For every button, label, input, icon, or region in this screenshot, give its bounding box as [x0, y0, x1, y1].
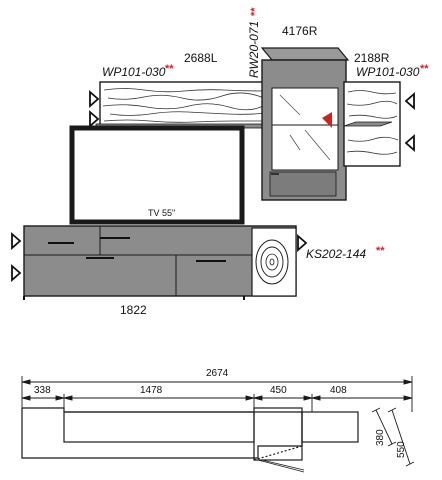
dim-total-width: 2674: [206, 368, 229, 379]
dim-depth-550: 550: [396, 441, 407, 458]
depth-dimension-lines: [371, 407, 415, 467]
wall-mount-arrow-lowboard-right: [297, 234, 308, 252]
shelf-right-finish: WP101-030: [356, 65, 420, 79]
dimension-lines: [21, 376, 413, 412]
wall-shelf-right: [343, 81, 401, 167]
dim-depth-380: 380: [375, 429, 386, 446]
shelf-left-finish-marker: **: [165, 63, 174, 75]
lowboard-finish: KS202-144: [306, 247, 366, 261]
dim-seg-4: 408: [330, 385, 347, 396]
depth-550-group: 550: [396, 441, 407, 458]
wall-mount-arrow-left-lower: [89, 110, 100, 128]
tv-screen: [69, 125, 245, 225]
shelf-left-finish: WP101-030: [102, 65, 166, 79]
shelf-right-code: 2188R: [354, 51, 390, 65]
tall-unit-finish-marker: **: [249, 7, 261, 16]
tv-label: TV 55": [148, 208, 175, 218]
lowboard: [23, 225, 297, 300]
plan-view-footprint: [21, 407, 359, 473]
wall-mount-arrow-right-upper: [404, 92, 415, 110]
shelf-right-finish-marker: **: [420, 63, 429, 75]
tall-vitrine-unit: [260, 47, 350, 201]
wall-mount-arrow-left-upper: [89, 90, 100, 108]
depth-380-group: 380: [375, 429, 386, 446]
dim-seg-3: 450: [270, 385, 287, 396]
wall-shelf-left: [95, 81, 269, 129]
tall-unit-code: 4176R: [282, 24, 318, 38]
dim-seg-2: 1478: [140, 385, 163, 396]
tall-unit-finish: RW20-071: [247, 21, 261, 78]
wall-mount-arrow-lowboard-lower: [11, 264, 22, 282]
wall-mount-arrow-lowboard-upper: [11, 232, 22, 250]
shelf-left-code: 2688L: [184, 51, 218, 65]
tall-unit-finish-group: RW20-071 **: [247, 7, 261, 78]
lowboard-finish-marker: **: [376, 245, 385, 257]
dim-seg-1: 338: [34, 385, 51, 396]
wall-mount-arrow-right-lower: [404, 134, 415, 152]
lowboard-code: 1822: [120, 303, 147, 317]
